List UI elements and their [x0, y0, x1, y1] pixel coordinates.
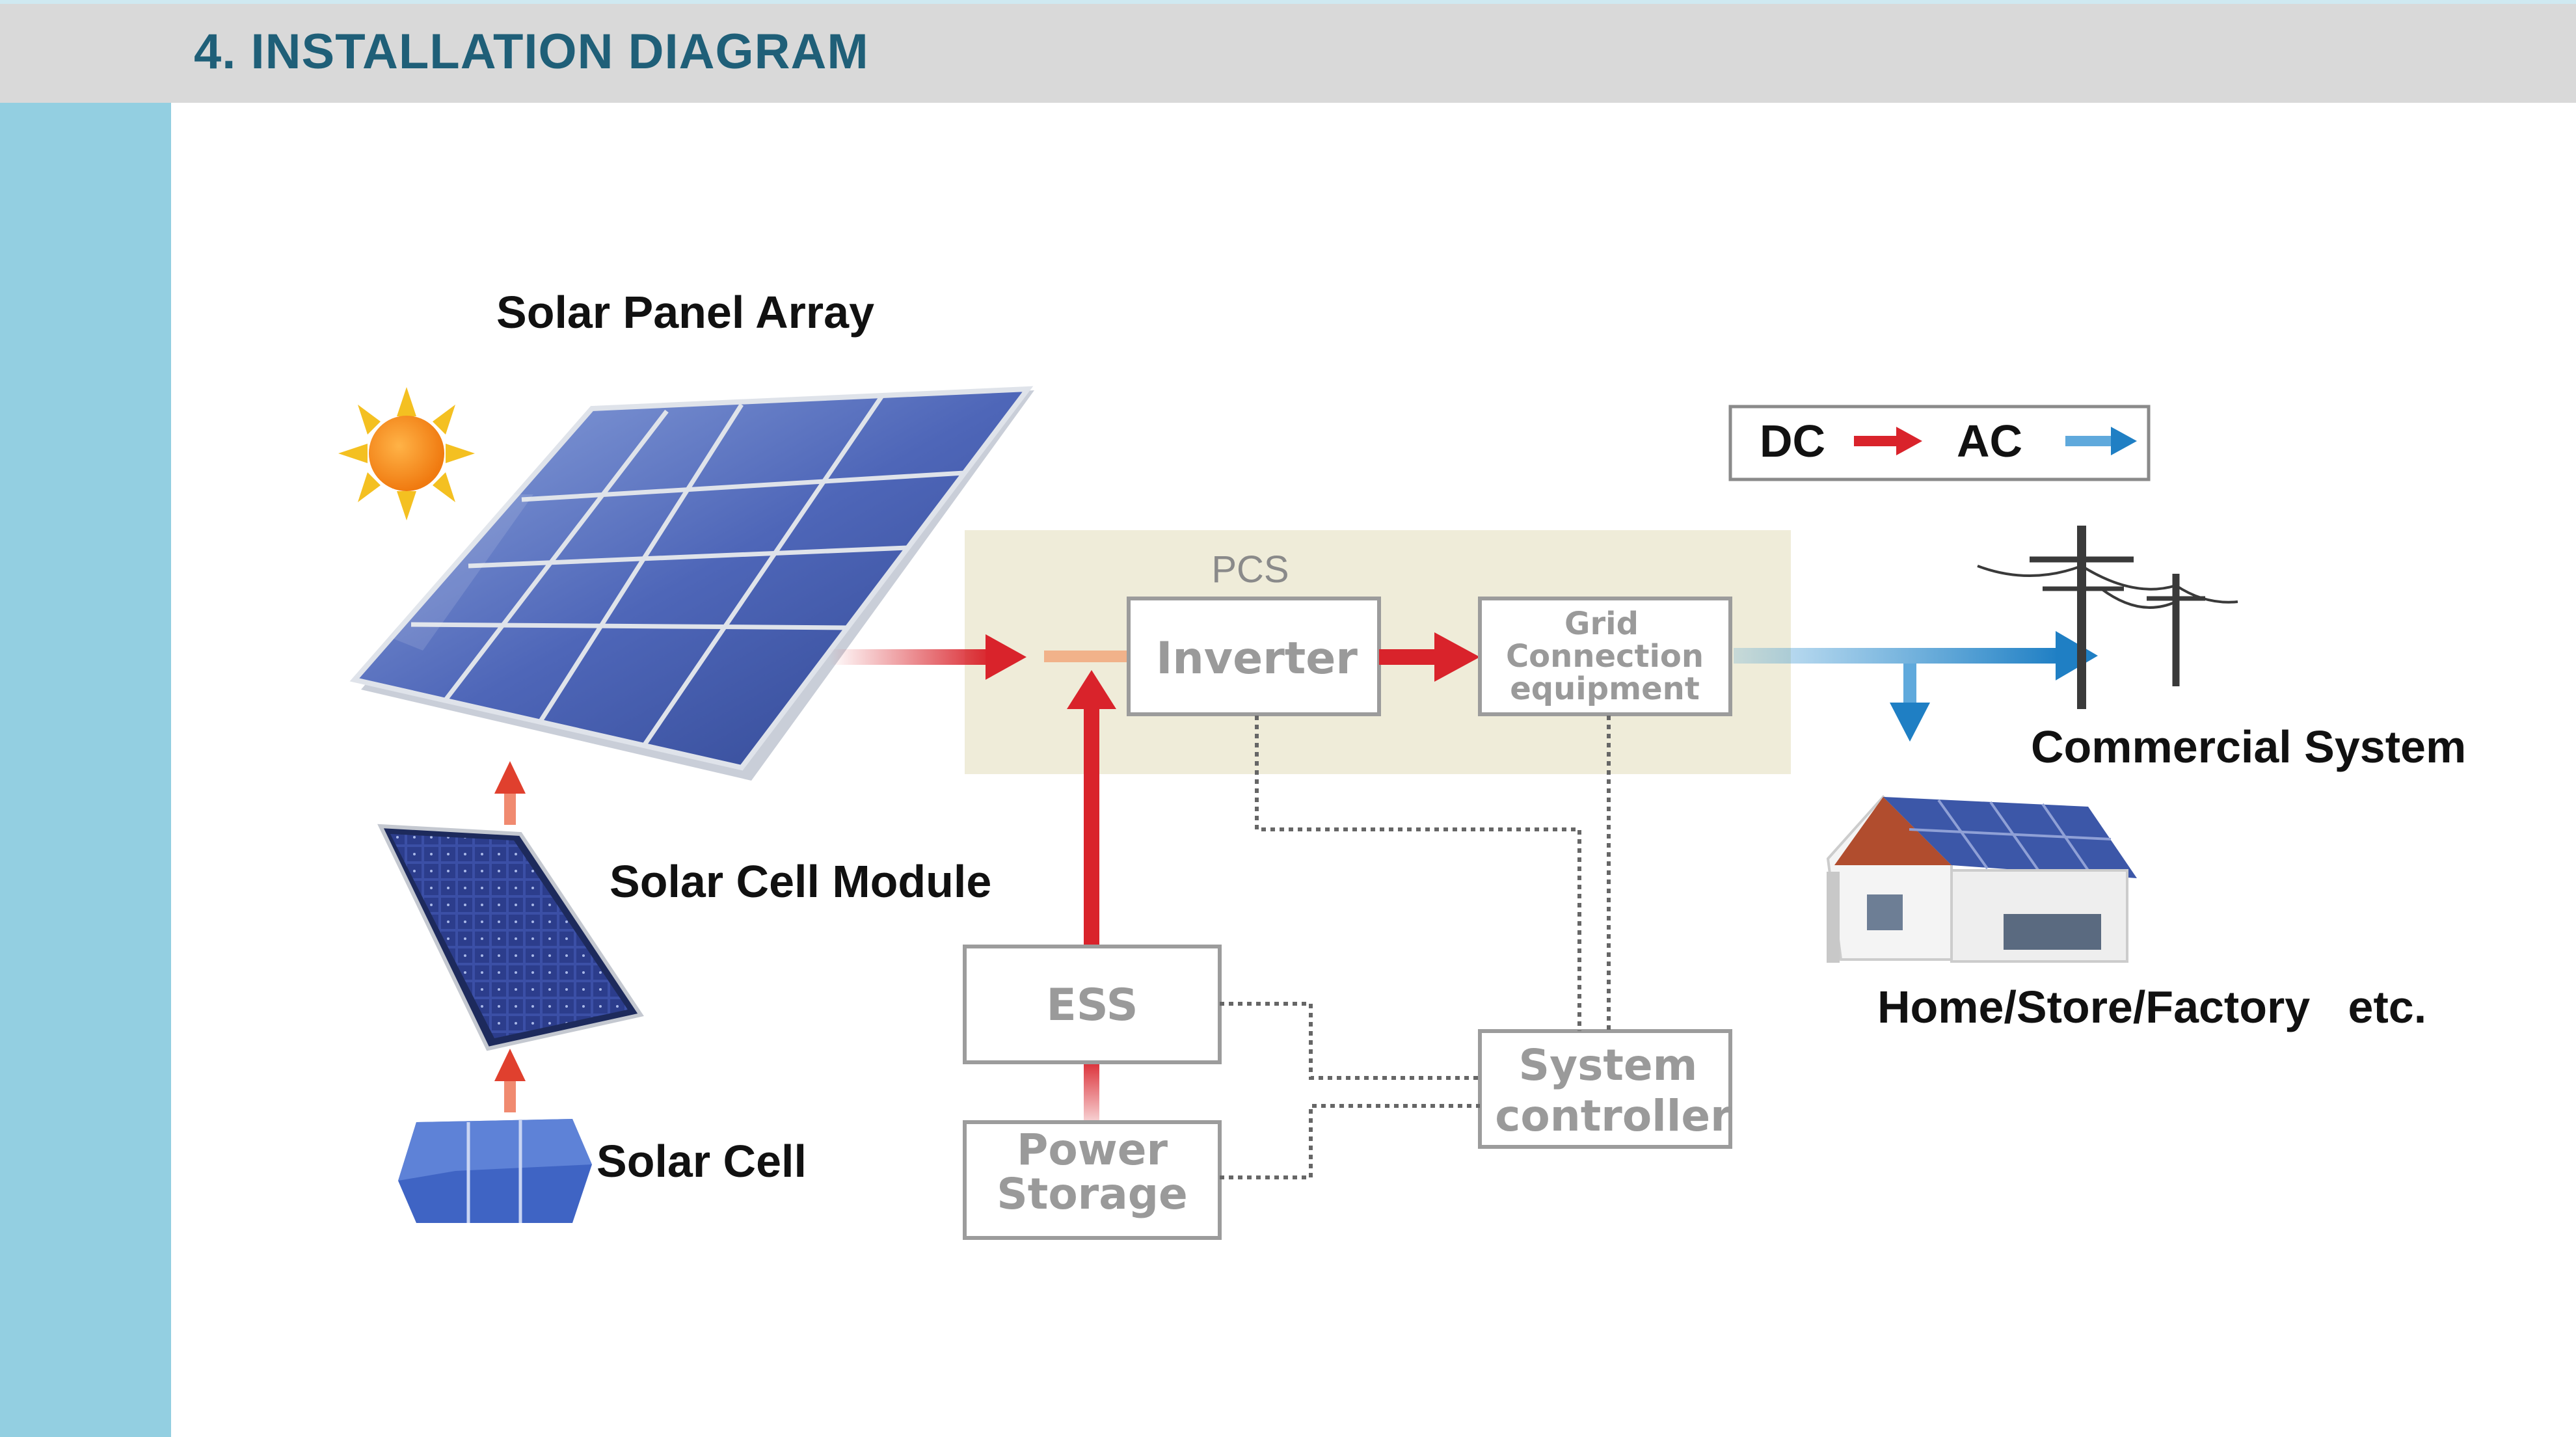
inverter-label: Inverter — [1156, 633, 1358, 684]
grid-label-line1: Grid — [1564, 606, 1639, 642]
power-storage-box: Power Storage — [963, 1120, 1222, 1240]
system-controller-label-line1: System — [1519, 1040, 1698, 1090]
dc-line-into-inverter — [1044, 651, 1129, 662]
grid-label-line2: Connection — [1506, 638, 1704, 675]
power-storage-label-line1: Power — [1017, 1125, 1168, 1175]
ac-arrow-to-home — [1890, 664, 1930, 742]
legend-dc-label: DC — [1760, 416, 1825, 466]
power-storage-label-line2: Storage — [997, 1169, 1188, 1219]
house-icon — [1826, 795, 2137, 963]
inverter-box: Inverter — [1127, 597, 1381, 716]
legend-box: DC AC — [1728, 405, 2151, 481]
ac-arrow-to-commercial — [1734, 631, 2098, 680]
dc-arrow-array-to-pcs — [829, 634, 1026, 680]
pcs-title: PCS — [1211, 548, 1289, 591]
utility-pole-icon — [1977, 526, 2238, 709]
solar-cell-module-image — [377, 824, 644, 1051]
system-controller-label-line2: controller — [1495, 1091, 1732, 1141]
system-controller-box: System controller — [1478, 1029, 1732, 1149]
ess-label: ESS — [1046, 980, 1138, 1031]
solar-panel-array-label: Solar Panel Array — [496, 287, 875, 338]
left-accent-bar — [0, 103, 171, 1437]
solar-panel-array-image — [349, 386, 1034, 781]
legend-dc-arrow — [1854, 427, 1922, 455]
sun-icon — [338, 387, 475, 520]
dc-arrow-inverter-to-grid — [1379, 632, 1480, 682]
up-arrow-module-to-array — [494, 761, 526, 825]
solar-cell-label: Solar Cell — [597, 1136, 807, 1187]
commercial-system-label: Commercial System — [2031, 721, 2467, 772]
dc-arrow-ess-to-inverter — [1067, 670, 1116, 1122]
up-arrow-cell-to-module — [494, 1049, 526, 1112]
ess-box: ESS — [963, 945, 1222, 1064]
header-bar: 4. INSTALLATION DIAGRAM — [0, 0, 2576, 103]
legend-ac-label: AC — [1957, 416, 2022, 466]
grid-label-line3: equipment — [1510, 671, 1700, 707]
home-store-factory-label: Home/Store/Factory etc. — [1877, 982, 2427, 1032]
control-signal-lines — [1220, 716, 1611, 1179]
grid-connection-equipment-box: Grid Connection equipment — [1478, 597, 1732, 716]
legend-ac-arrow — [2065, 427, 2137, 455]
solar-cell-image — [398, 1119, 592, 1223]
solar-cell-module-label: Solar Cell Module — [610, 856, 992, 907]
page-title: 4. INSTALLATION DIAGRAM — [194, 24, 869, 79]
